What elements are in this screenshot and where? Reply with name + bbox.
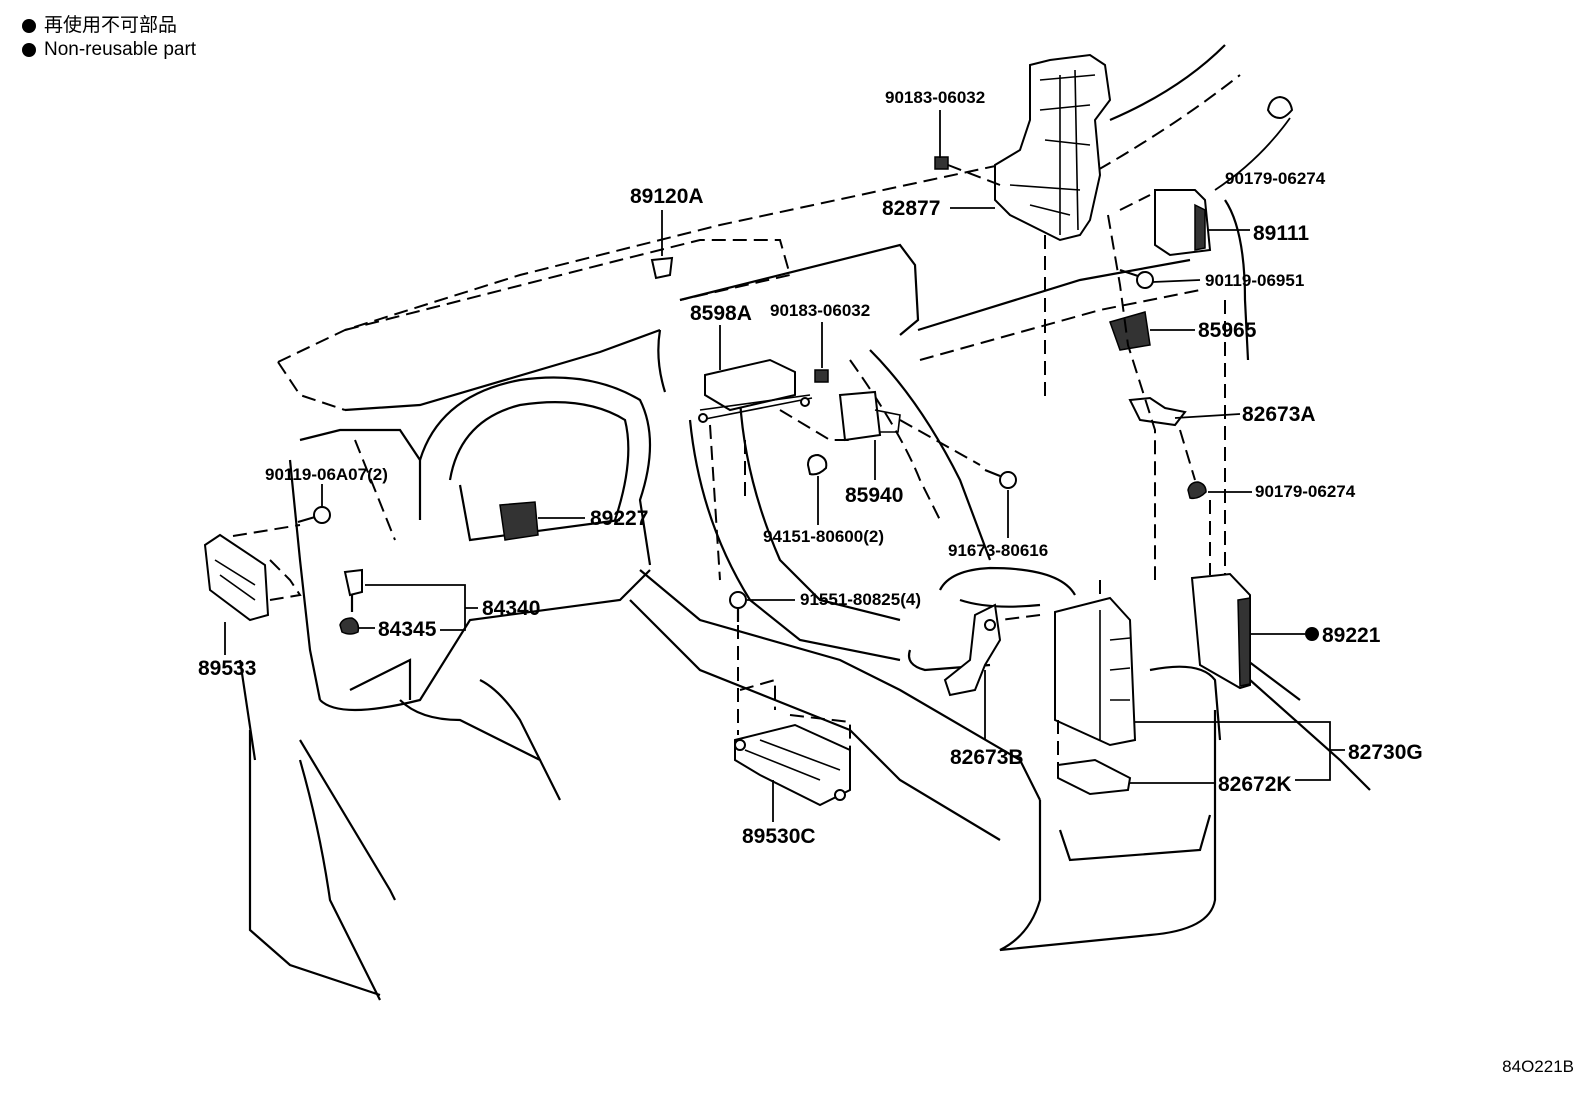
label-89221: 89221 (1322, 624, 1381, 647)
label-89227: 89227 (590, 507, 648, 530)
part-90183-mid-clip (814, 369, 829, 383)
label-82673A: 82673A (1242, 403, 1316, 426)
bullet-icon (22, 19, 36, 33)
part-labels: 90183-06032 82877 90179-06274 89111 9011… (198, 88, 1423, 848)
label-84340: 84340 (482, 597, 540, 620)
part-94151-nut (806, 453, 828, 476)
part-89111 (1154, 189, 1212, 257)
label-85965: 85965 (1198, 319, 1257, 342)
part-90179-mid-clip (1187, 481, 1207, 500)
label-91673-80616: 91673-80616 (948, 541, 1048, 560)
legend-english-text: Non-reusable part (44, 39, 197, 60)
label-89533: 89533 (198, 657, 256, 680)
part-82673B (943, 603, 1002, 697)
label-90179-06274-mid: 90179-06274 (1255, 482, 1356, 501)
legend: 再使用不可部品 Non-reusable part (22, 14, 196, 62)
label-8598A: 8598A (690, 302, 752, 325)
label-84345: 84345 (378, 618, 437, 641)
assembly-dashes (232, 164, 1211, 765)
part-91551-bolt (729, 591, 747, 622)
duct-82877 (994, 53, 1112, 242)
label-90183-06032-mid: 90183-06032 (770, 301, 870, 320)
part-82673A (1128, 396, 1187, 427)
part-82730G-junction-block (1054, 596, 1137, 747)
label-91551-80825: 91551-80825(4) (800, 590, 921, 609)
label-89530C: 89530C (742, 825, 816, 848)
part-90183-top-clip (934, 156, 949, 170)
legend-row-japanese: 再使用不可部品 (22, 14, 196, 38)
label-90183-06032-top: 90183-06032 (885, 88, 985, 107)
part-84340 (343, 568, 363, 612)
part-85940 (838, 390, 901, 442)
label-82672K: 82672K (1218, 773, 1292, 796)
bullet-icon (22, 43, 36, 57)
legend-row-english: Non-reusable part (22, 38, 196, 62)
label-82877: 82877 (882, 197, 940, 220)
label-82730G: 82730G (1348, 741, 1423, 764)
label-90119-06951: 90119-06951 (1205, 271, 1304, 290)
part-89120A (650, 256, 674, 280)
label-94151-80600: 94151-80600(2) (763, 527, 884, 546)
label-90179-06274-top: 90179-06274 (1225, 169, 1326, 188)
label-85940: 85940 (845, 484, 903, 507)
part-90179-top-clip (1266, 95, 1294, 120)
part-89221 (1190, 572, 1251, 690)
part-90119-06A07-bolt (297, 506, 331, 524)
part-89533 (203, 533, 270, 622)
part-8598A (698, 358, 813, 423)
part-90119-06951-bolt (1119, 268, 1154, 289)
part-82672K (1057, 758, 1132, 796)
legend-japanese-text: 再使用不可部品 (44, 15, 178, 36)
part-91673-bolt (984, 468, 1017, 489)
leader-lines (224, 110, 1345, 822)
label-90119-06A07: 90119-06A07(2) (265, 465, 388, 484)
label-89120A: 89120A (630, 185, 704, 208)
dashboard-outline (238, 44, 1371, 1001)
part-89530C (734, 723, 851, 807)
label-89111: 89111 (1253, 222, 1309, 245)
part-85965 (1109, 311, 1151, 351)
part-84345 (339, 617, 360, 635)
label-82673B: 82673B (950, 746, 1024, 769)
non-reusable-marker-icon (1305, 627, 1319, 641)
diagram-code: 84O221B (1502, 1057, 1574, 1076)
part-89227 (499, 501, 539, 541)
